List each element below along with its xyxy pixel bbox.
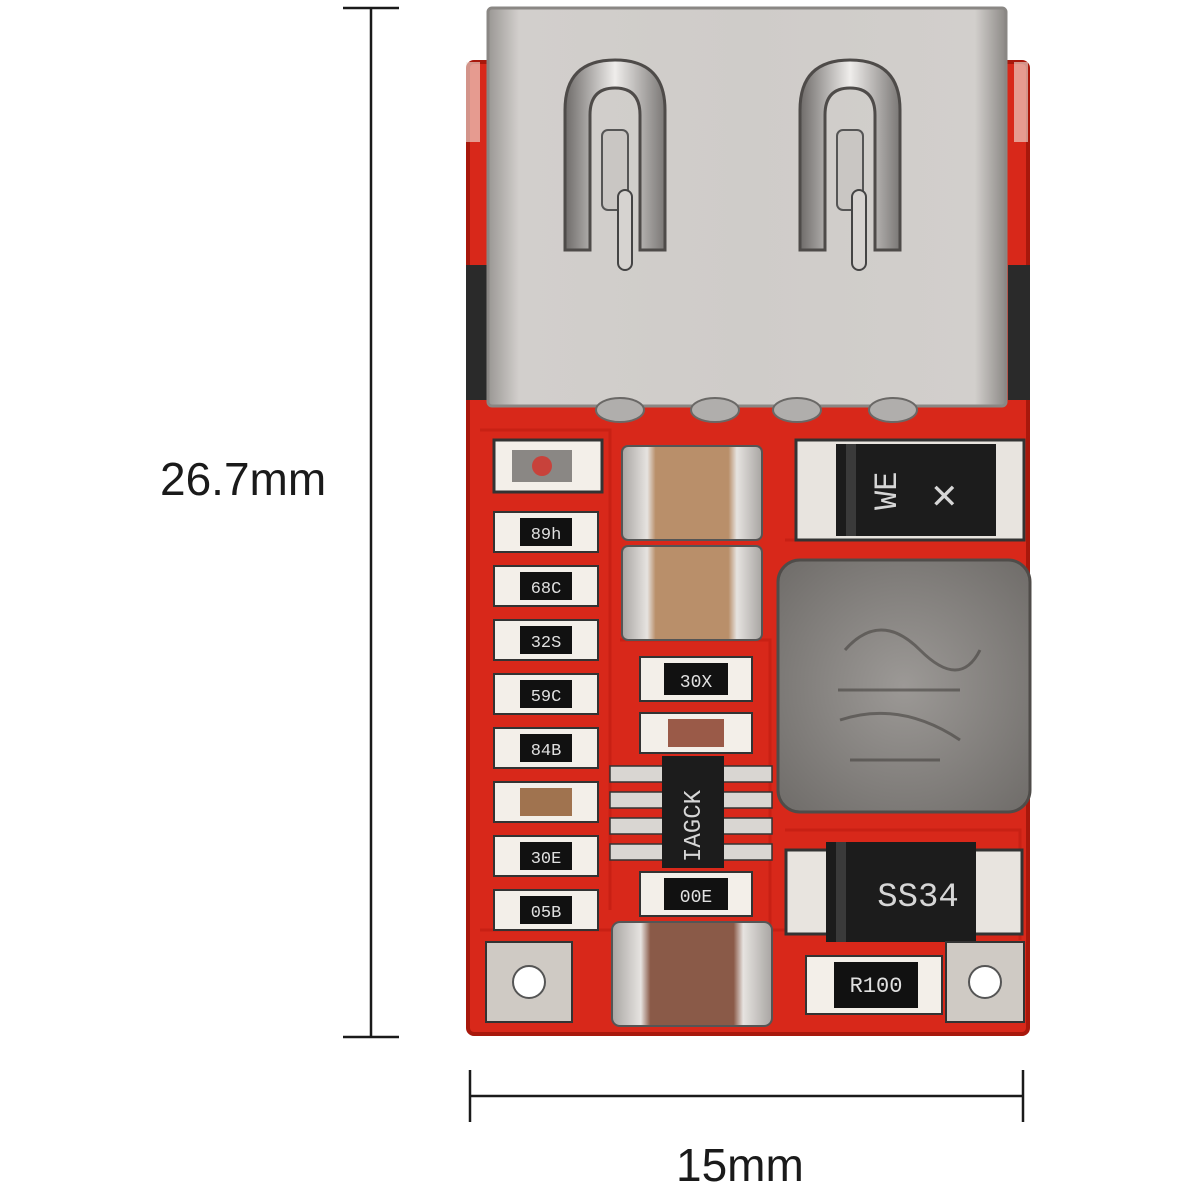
svg-text:✕: ✕ <box>930 477 959 517</box>
resistor: 68C <box>493 565 599 607</box>
width-dimension-line <box>468 1070 1025 1122</box>
shunt-resistor-marking: R100 <box>850 974 903 999</box>
small-capacitor-bottom: 00E <box>639 871 753 917</box>
small-capacitor-bottom-label: 00E <box>680 888 712 908</box>
resistor: 84B <box>493 727 599 769</box>
resistor-marking: 84B <box>531 742 562 761</box>
diode-bottom-marking: SS34 <box>877 879 959 917</box>
usb-port <box>486 6 1008 423</box>
shunt-resistor: R100 <box>805 955 943 1015</box>
small-capacitor-top: 30X <box>639 656 753 702</box>
resistor-marking: 05B <box>531 904 562 923</box>
inductor <box>776 558 1032 814</box>
ic-chip: IAGCK <box>609 756 773 868</box>
mounting-hole-right <box>945 941 1025 1023</box>
usb-spring-clip-right <box>798 58 902 271</box>
resistor: 59C <box>493 673 599 715</box>
resistor-marking: 89h <box>531 526 562 545</box>
height-dimension-line <box>343 6 399 1039</box>
resistor-marking: 30E <box>531 850 562 869</box>
capacitor-middle <box>621 545 763 641</box>
capacitor-top <box>621 445 763 541</box>
resistor <box>493 781 599 823</box>
resistor: 05B <box>493 889 599 931</box>
usb-spring-clip-left <box>563 58 667 271</box>
diode-top: WE ✕ <box>794 438 1026 542</box>
diode-top-marking: WE <box>869 472 906 510</box>
resistor: 30E <box>493 835 599 877</box>
resistor: 32S <box>493 619 599 661</box>
resistor-column: 89h 68C 32S 59C 84B 30E 05B <box>493 511 599 931</box>
capacitor-bottom <box>611 921 773 1027</box>
mounting-hole-left <box>485 941 573 1023</box>
ic-marking: IAGCK <box>681 789 708 862</box>
resistor-marking: 32S <box>531 634 562 653</box>
small-capacitor-top-label: 30X <box>680 673 713 693</box>
resistor-marking: 59C <box>531 688 562 707</box>
resistor-marking: 68C <box>531 580 562 599</box>
resistor: 89h <box>493 511 599 553</box>
led <box>492 438 604 494</box>
height-dimension-label: 26.7mm <box>160 453 327 505</box>
width-dimension-label: 15mm <box>676 1139 804 1191</box>
small-capacitor-mid <box>639 712 753 754</box>
diode-bottom: SS34 <box>784 842 1024 942</box>
